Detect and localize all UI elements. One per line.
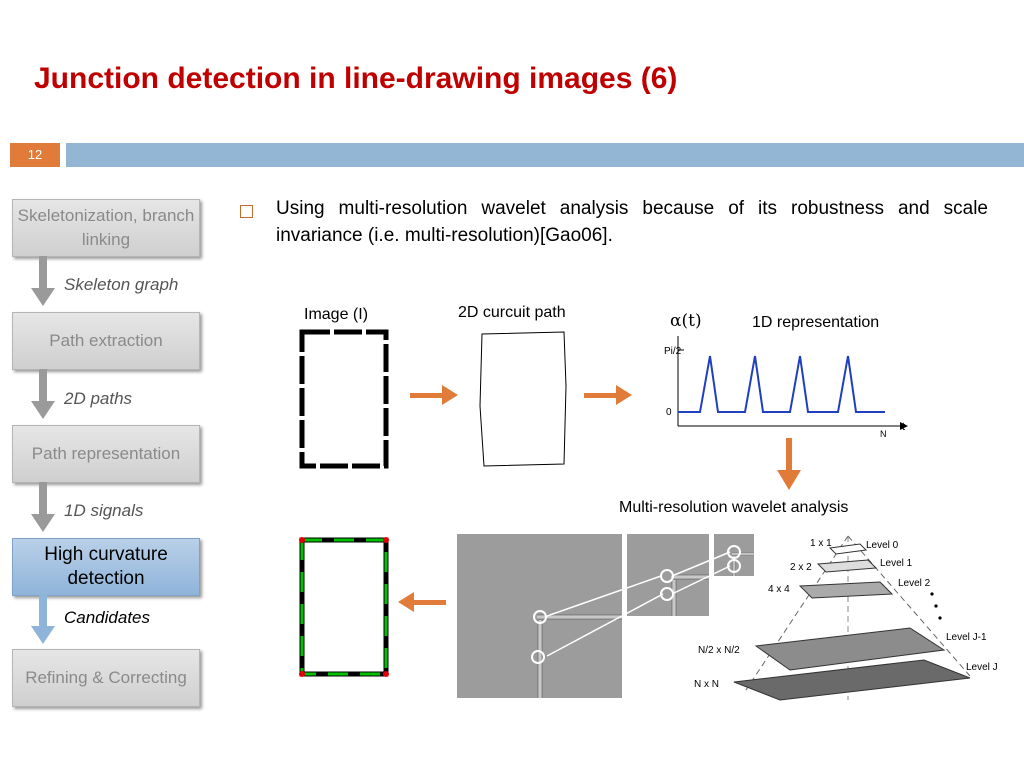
wavelet-image-medium (627, 534, 709, 616)
arrow-wavelet-to-result (398, 592, 446, 612)
pyramid-level-label-0: Level 0 (866, 540, 899, 551)
arrow-signal-to-wavelet (777, 438, 801, 490)
slide-title: Junction detection in line-drawing image… (34, 62, 678, 95)
pyramid-level-j (733, 659, 971, 701)
pyramid-level-label-j1: Level J-1 (946, 632, 987, 643)
flow-step-skeletonization: Skeletonization, branch linking (12, 199, 200, 257)
pyramid-level-label-j: Level J (966, 662, 998, 673)
bullet-text: Using multi-resolution wavelet analysis … (276, 198, 988, 246)
flow-step-refining: Refining & Correcting (12, 649, 200, 707)
input-image-drawing (299, 329, 389, 469)
pyramid-size-1: 1 x 1 (810, 538, 832, 549)
image-label: Image (I) (304, 306, 369, 323)
flow-transition-2d-paths: 2D paths (64, 389, 133, 408)
flow-arrow-4 (31, 595, 55, 644)
signal-x-end-label: N (880, 429, 887, 439)
flow-arrow-1 (31, 256, 55, 306)
wavelet-image-small (714, 534, 754, 576)
wavelet-pyramid: 1 x 1 2 x 2 4 x 4 N/2 x N/2 N x N Level … (694, 535, 998, 701)
header-bar (66, 143, 1024, 167)
junction-markers (299, 537, 389, 677)
pyramid-level-j1 (754, 627, 946, 671)
pyramid-size-3: 4 x 4 (768, 584, 790, 595)
repr-label: 1D representation (752, 314, 880, 331)
contour-label: 2D curcuit path (458, 304, 566, 321)
pyramid-size-2: 2 x 2 (790, 562, 812, 573)
slide-number: 12 (10, 143, 60, 167)
contour-path-drawing (479, 331, 567, 467)
orange-arrows-top (410, 385, 632, 405)
signal-tick-top: Pi/2 (664, 346, 682, 357)
flow-step-path-extraction: Path extraction (12, 312, 200, 370)
wavelet-image-large (457, 534, 622, 698)
result-drawing (299, 537, 389, 677)
bullet-marker (240, 205, 253, 218)
pyramid-size-4: N/2 x N/2 (698, 645, 740, 656)
flow-arrow-3 (31, 482, 55, 532)
pyramid-level-label-1: Level 1 (880, 558, 913, 569)
pyramid-level-0 (828, 543, 868, 555)
wavelet-connections (531, 545, 741, 664)
pyramid-level-label-2: Level 2 (898, 578, 931, 589)
arrow-image-to-contour (410, 385, 458, 405)
wavelet-label: Multi-resolution wavelet analysis (619, 499, 849, 516)
flow-arrows (31, 256, 55, 644)
signal-y-axis-label: α(t) (670, 311, 702, 331)
pyramid-size-5: N x N (694, 679, 719, 690)
flow-arrow-2 (31, 369, 55, 419)
pyramid-level-1 (816, 559, 878, 573)
signal-x-axis-label: t (902, 421, 905, 433)
flow-step-path-representation: Path representation (12, 425, 200, 483)
flow-transition-1d-signals: 1D signals (64, 501, 144, 520)
arrow-contour-to-signal (584, 385, 632, 405)
pyramid-level-2 (798, 581, 894, 599)
flow-transition-skeleton-graph: Skeleton graph (64, 275, 179, 294)
flow-step-high-curvature: High curvature detection (12, 538, 200, 596)
signal-tick-zero: 0 (666, 407, 672, 418)
signal-line (678, 355, 885, 413)
flow-transition-candidates: Candidates (64, 608, 151, 627)
signal-plot: α(t) Pi/2 0 t N (664, 311, 908, 439)
